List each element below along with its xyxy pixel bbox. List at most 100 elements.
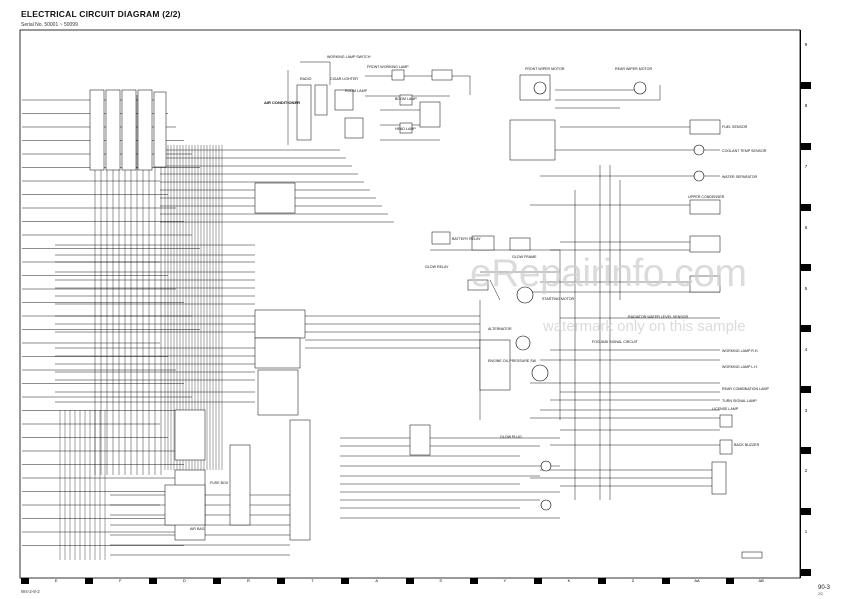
ruler-label: E — [54, 578, 58, 583]
component-label: GLOW RELAY — [425, 265, 449, 269]
component-label: FRONT WORKING LAMP — [367, 65, 409, 69]
ruler-label: F — [119, 578, 122, 583]
connector — [89, 89, 105, 171]
connector — [254, 337, 301, 369]
ruler-label: D — [182, 578, 186, 583]
connector — [741, 551, 763, 559]
component-label: AIR CONDITIONER — [264, 100, 300, 105]
ruler-mark — [21, 578, 29, 584]
component-label: WATER SEPARATOR — [722, 175, 758, 179]
ruler-label: 8 — [804, 103, 808, 109]
ruler-mark — [801, 81, 811, 89]
ruler-mark — [85, 578, 94, 584]
ruler-label: Y — [503, 578, 507, 583]
component-label: FRONT WIPER MOTOR — [525, 67, 565, 71]
wire — [555, 85, 661, 101]
page-title: ELECTRICAL CIRCUIT DIAGRAM (2/2) — [21, 9, 181, 19]
ruler-mark — [533, 578, 542, 584]
ruler-label: R — [247, 578, 250, 583]
ruler-mark — [801, 203, 811, 211]
component-label: RADIATOR WATER LEVEL SENSOR — [628, 315, 688, 319]
lamp-symbol — [391, 69, 405, 81]
connector — [153, 91, 167, 168]
ruler-mark — [801, 386, 811, 394]
page-subnumber: 2/2 — [818, 592, 823, 596]
ruler-label: 7 — [804, 163, 808, 169]
ruler-mark — [341, 578, 350, 584]
coolant-temp-icon — [693, 144, 705, 156]
ruler-mark — [597, 578, 606, 584]
component-label: FUSE BOX — [210, 481, 229, 485]
condenser-symbol — [689, 199, 721, 215]
connector — [467, 279, 489, 291]
connector — [257, 369, 299, 416]
ruler-mark — [801, 507, 811, 515]
connector — [105, 89, 121, 171]
ruler-label: Z — [631, 578, 635, 583]
ruler-mark — [801, 447, 811, 455]
ruler-mark — [661, 578, 670, 584]
component-label: BATTERY RELAY — [452, 237, 481, 241]
component-label: FOG AND SIGNAL CIRCUIT — [592, 340, 639, 344]
glow-relay-symbol — [431, 231, 451, 245]
connector — [174, 409, 206, 461]
serial-number: Serial No. 50001 ~ 50099 — [21, 22, 78, 28]
ruler-label: 1 — [804, 529, 808, 535]
ruler-mark — [801, 264, 811, 272]
connector — [254, 182, 296, 214]
component-label: ALTERNATOR — [488, 327, 512, 331]
lamp-symbol — [399, 94, 413, 106]
alternator-icon — [515, 335, 531, 351]
connector — [254, 309, 306, 339]
watermark-text: eRepairinfo.com — [470, 252, 747, 295]
battery-relay-symbol — [471, 235, 495, 251]
connector — [711, 461, 727, 495]
component-label: RADIO — [300, 77, 312, 81]
radio-symbol — [314, 84, 328, 116]
ruler-label: A — [375, 578, 378, 583]
component-label: ENGINE OIL PRESSURE SW — [488, 359, 537, 363]
ruler-label: 5 — [804, 285, 808, 291]
component-label: LICENSE LAMP — [712, 407, 739, 411]
component-label: FUEL SENSOR — [722, 125, 748, 129]
buzzer-symbol — [719, 439, 733, 455]
component-label: HEAD LAMP — [395, 127, 416, 131]
connector — [289, 419, 311, 541]
ruler-label: AB — [758, 578, 764, 583]
switch-symbol — [689, 235, 721, 253]
wire — [365, 75, 471, 95]
connector — [137, 89, 153, 171]
document-code: W4-2-8-2 — [21, 589, 40, 594]
ruler-label: AA — [694, 578, 700, 583]
ruler-label: 4 — [804, 346, 808, 352]
condenser-symbol — [689, 275, 721, 293]
radiator-sensor-icon — [531, 364, 549, 382]
ruler-mark — [725, 578, 734, 584]
ruler-mark — [801, 568, 811, 576]
ruler-mark — [801, 325, 811, 333]
lamp-symbol — [399, 122, 413, 134]
ruler-label: 9 — [804, 42, 808, 48]
ruler-label: K — [567, 578, 571, 583]
lamp-symbol — [431, 69, 453, 81]
component-label: GLOW FRAME — [512, 255, 537, 259]
ruler-mark — [213, 578, 222, 584]
connector — [509, 119, 556, 161]
glow-plug-icon — [540, 460, 552, 472]
component-label: GLOW PLUG — [500, 435, 522, 439]
water-separator-icon — [693, 170, 705, 182]
watermark-subtext: watermark only on this sample — [543, 318, 746, 335]
lamp-symbol — [344, 117, 364, 139]
lamp-symbol — [419, 101, 441, 128]
component-label: WORKING LAMP SWITCH — [327, 55, 371, 59]
connector — [121, 89, 137, 171]
fuse-box-symbol — [164, 484, 206, 526]
ruler-label: T — [311, 578, 314, 583]
lamp-symbol — [334, 89, 354, 111]
ruler-mark — [277, 578, 286, 584]
starting-motor-icon — [516, 286, 534, 304]
